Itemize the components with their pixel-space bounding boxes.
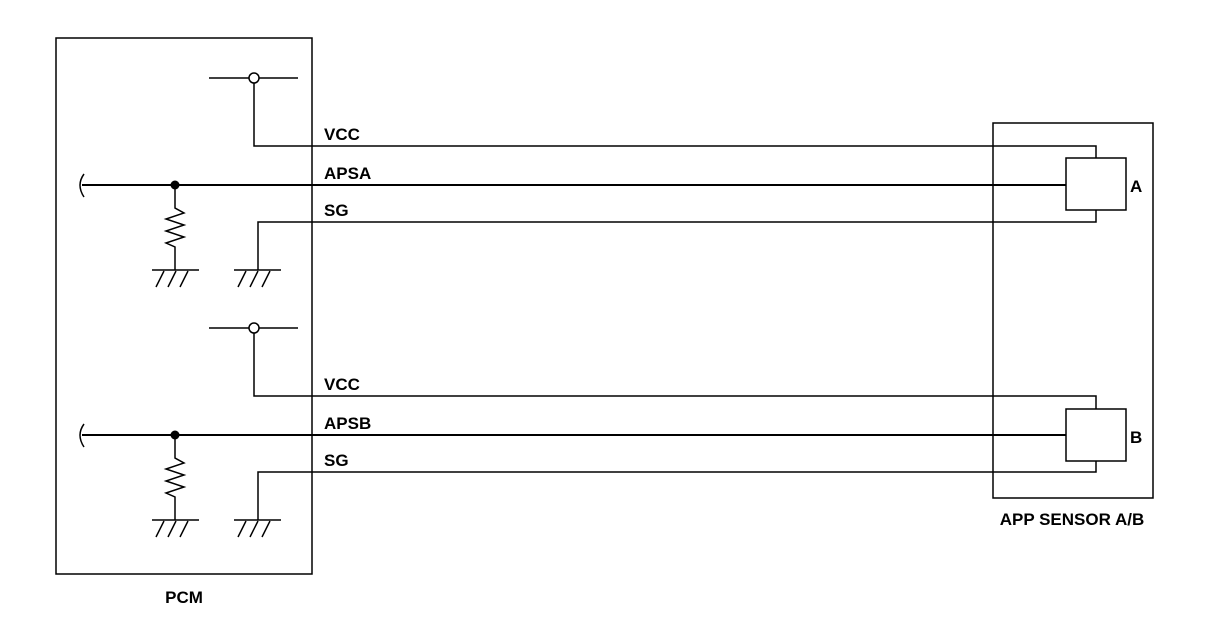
vcc-a-terminal-icon (248, 72, 260, 84)
vcc-b-wire (253, 333, 1097, 409)
vcc-a-label: VCC (324, 125, 360, 144)
ground-icon (152, 269, 199, 288)
app-sensor-label: APP SENSOR A/B (1000, 510, 1145, 529)
sg-b-label: SG (324, 451, 349, 470)
vcc-a-wire (253, 83, 1097, 158)
sensor-b-element (1065, 408, 1127, 462)
vcc-b-terminal-icon (248, 322, 260, 334)
sg-a-label: SG (324, 201, 349, 220)
sg-a-wire (257, 210, 1097, 270)
circuit-b: VCC APSB SG B (79, 322, 1142, 538)
apsa-label: APSA (324, 164, 371, 183)
apsa-resistor-icon (163, 185, 187, 270)
sensor-a-element (1065, 157, 1127, 211)
apsb-break-icon (79, 423, 85, 448)
sensor-a-label: A (1130, 177, 1142, 196)
sg-b-wire (257, 461, 1097, 520)
vcc-b-label: VCC (324, 375, 360, 394)
pcm-box (55, 37, 313, 575)
sensor-b-label: B (1130, 428, 1142, 447)
app-sensor-box (992, 122, 1154, 499)
ground-icon (234, 269, 281, 288)
apsb-label: APSB (324, 414, 371, 433)
ground-icon (152, 519, 199, 538)
pcm-label: PCM (165, 588, 203, 607)
circuit-a: VCC APSA SG A (79, 72, 1142, 288)
apsa-break-icon (79, 173, 85, 198)
ground-icon (234, 519, 281, 538)
apsb-resistor-icon (163, 435, 187, 520)
